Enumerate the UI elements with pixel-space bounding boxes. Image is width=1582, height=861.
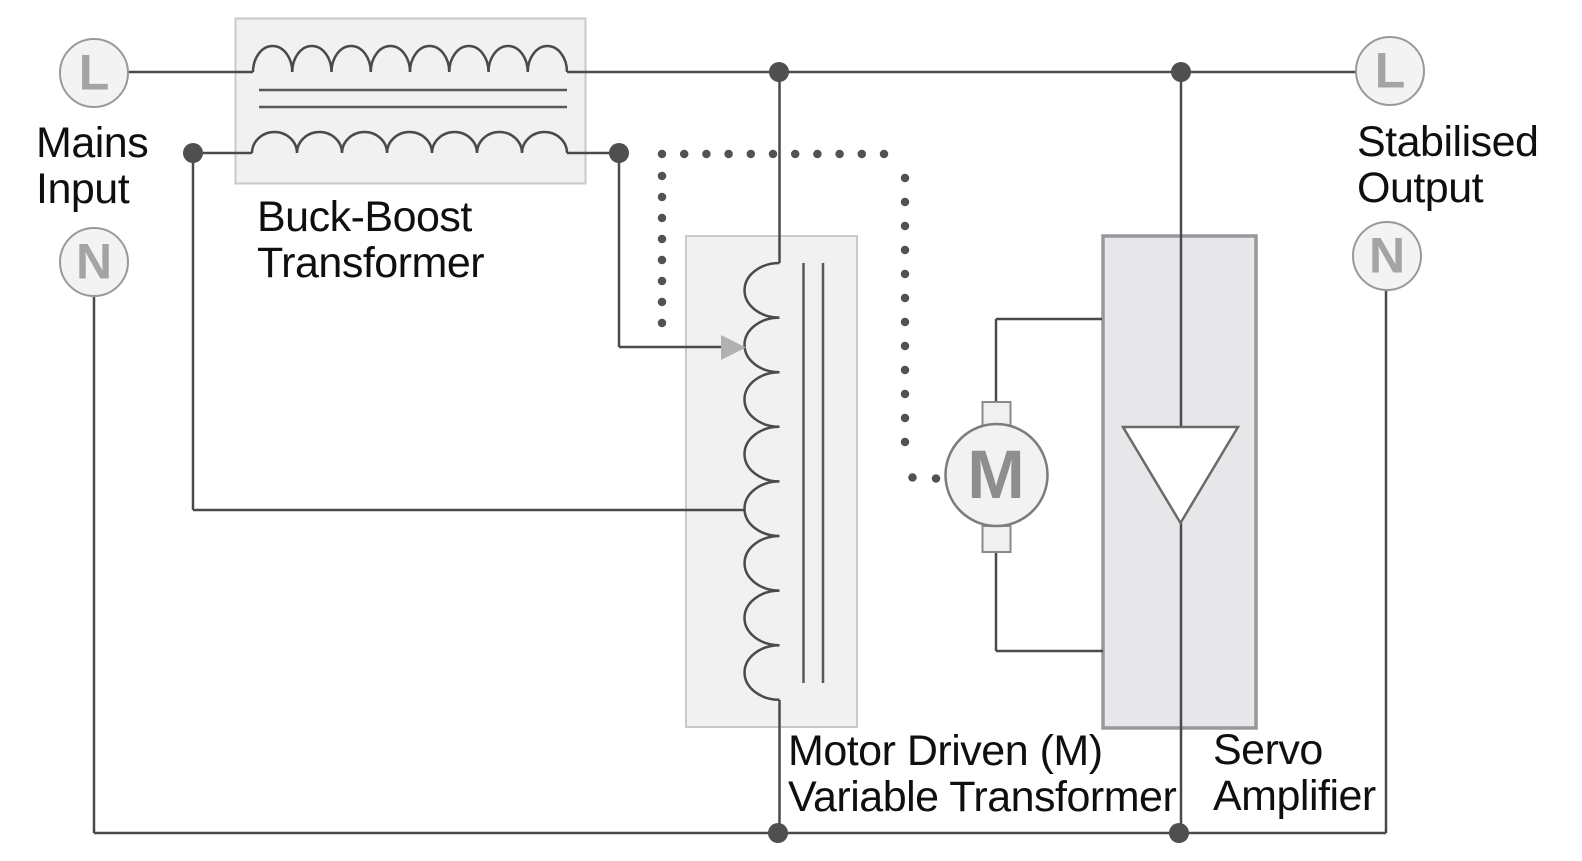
wire-motor-to-servo	[994, 317, 1103, 653]
linkage-dot	[908, 473, 917, 482]
junction-dot	[1171, 62, 1191, 82]
terminal-label-input-live: L	[78, 44, 110, 101]
variable-transformer-coil-icon	[743, 261, 780, 702]
terminal-label-input-neutral: N	[75, 233, 113, 290]
amplifier-triangle-icon	[1120, 425, 1241, 526]
buck-boost-line2: Transformer	[257, 239, 485, 287]
variable-transformer-label: Motor Driven (M) Variable Transformer	[788, 727, 1177, 821]
motor-terminal-top	[981, 401, 1012, 427]
servo-amplifier-label: Servo Amplifier	[1213, 727, 1376, 819]
variable-transformer-line1: Motor Driven (M)	[788, 727, 1103, 775]
servo-amplifier-line2: Amplifier	[1213, 772, 1376, 820]
motor-terminal-bottom	[981, 525, 1012, 553]
mains-input-line1: Mains	[36, 119, 149, 167]
variable-transformer-core-icon	[802, 263, 825, 683]
servo-amplifier-line1: Servo	[1213, 726, 1323, 774]
mains-input-line2: Input	[36, 165, 130, 213]
buck-boost-label: Buck-Boost Transformer	[257, 193, 485, 287]
stabilised-output-label: Stabilised Output	[1357, 118, 1539, 212]
terminal-label-output-neutral: N	[1368, 227, 1406, 284]
junction-dot	[1169, 823, 1189, 843]
transformer-core-icon	[259, 88, 567, 109]
buck-boost-secondary-coil-icon	[250, 130, 569, 154]
junction-dot	[769, 62, 789, 82]
terminal-output-neutral	[1352, 221, 1422, 291]
buck-boost-line1: Buck-Boost	[257, 193, 472, 241]
motor-symbol	[944, 422, 1049, 528]
junction-dot	[183, 143, 203, 163]
linkage-dot	[931, 474, 941, 483]
mains-input-label: Mains Input	[36, 119, 149, 213]
stabilised-output-line2: Output	[1357, 164, 1484, 212]
buck-boost-transformer-box	[234, 17, 587, 185]
buck-boost-primary-coil-icon	[251, 44, 569, 73]
stabilised-output-line1: Stabilised	[1357, 118, 1539, 166]
terminal-label-output-live: L	[1374, 42, 1406, 99]
terminal-input-neutral	[59, 227, 129, 297]
junction-dot	[609, 143, 629, 163]
terminal-output-live	[1355, 36, 1425, 106]
wiper-arrow-icon	[721, 335, 746, 360]
junction-dot	[768, 823, 788, 843]
terminal-input-live	[59, 38, 129, 108]
variable-transformer-line2: Variable Transformer	[788, 773, 1177, 821]
motor-label: M	[967, 436, 1025, 514]
